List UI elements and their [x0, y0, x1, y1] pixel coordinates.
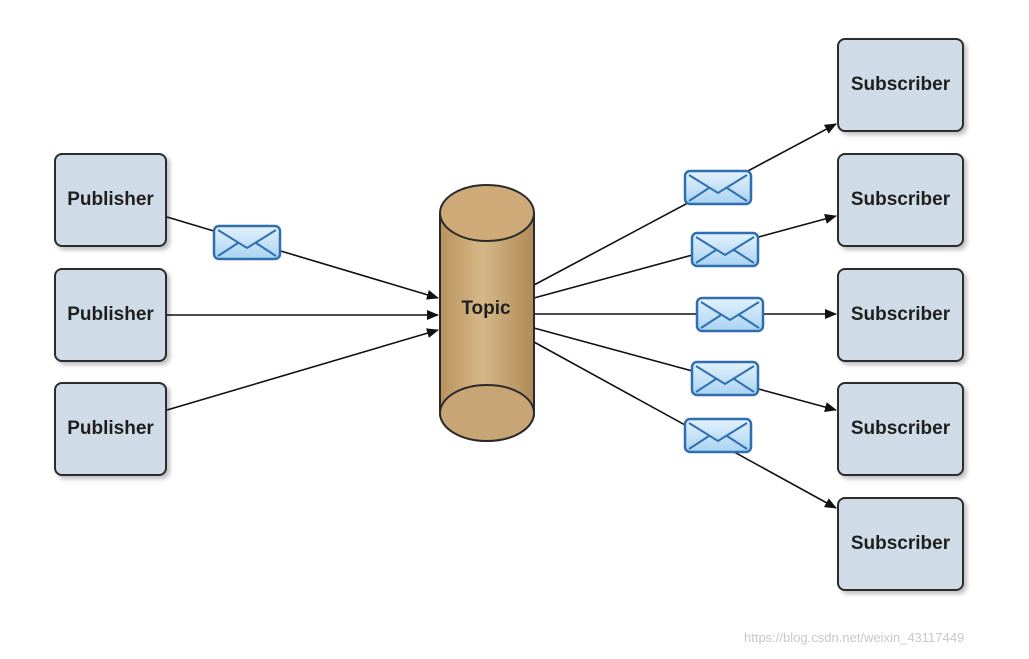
envelope-icon: [212, 224, 282, 261]
publisher-box: Publisher: [54, 382, 167, 476]
connector-publisher-1: [166, 216, 439, 300]
subscriber-box: Subscriber: [837, 268, 964, 362]
connector-subscriber-4: [533, 327, 837, 412]
connector-publisher-3: [166, 328, 439, 411]
subscriber-box: Subscriber: [837, 153, 964, 247]
publisher-label: Publisher: [67, 189, 154, 210]
envelope-icon: [690, 231, 760, 268]
subscriber-label: Subscriber: [850, 74, 951, 95]
envelope-icon: [683, 417, 753, 454]
topic-cylinder: [439, 184, 535, 442]
connector-subscriber-1: [533, 123, 837, 286]
connector-subscriber-2: [533, 214, 837, 299]
subscriber-label: Subscriber: [850, 189, 951, 210]
subscriber-box: Subscriber: [837, 497, 964, 591]
publisher-label: Publisher: [67, 418, 154, 439]
subscriber-label: Subscriber: [850, 418, 951, 439]
publisher-label: Publisher: [67, 304, 154, 325]
message-envelopes: [212, 169, 765, 454]
subscriber-box: Subscriber: [837, 382, 964, 476]
envelope-icon: [695, 296, 765, 333]
subscriber-connectors: [533, 123, 837, 509]
watermark-text: https://blog.csdn.net/weixin_43117449: [744, 630, 965, 645]
topic-label: Topic: [461, 298, 511, 319]
subscriber-label: Subscriber: [850, 304, 951, 325]
subscriber-box: Subscriber: [837, 38, 964, 132]
envelope-icon: [690, 360, 760, 397]
envelope-icon: [683, 169, 753, 206]
subscriber-label: Subscriber: [850, 533, 951, 554]
publisher-box: Publisher: [54, 268, 167, 362]
publisher-box: Publisher: [54, 153, 167, 247]
publisher-connectors: [166, 216, 439, 411]
